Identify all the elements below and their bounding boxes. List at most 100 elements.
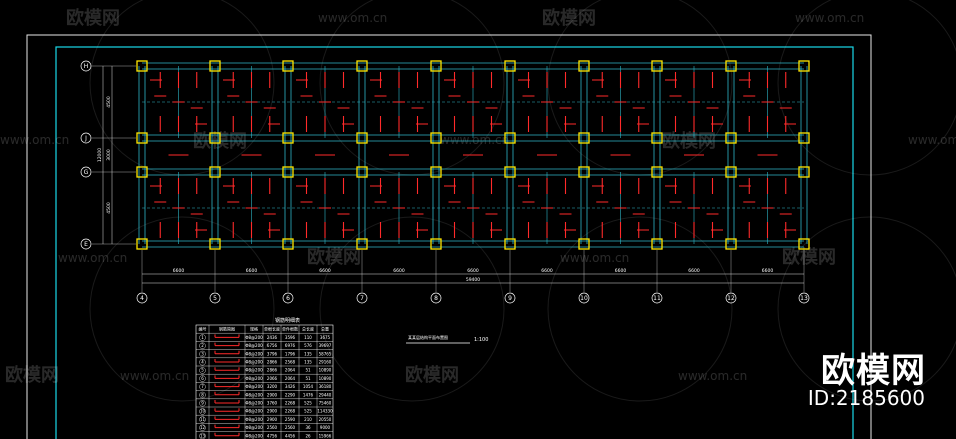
table-cell: 2568	[285, 360, 296, 365]
column	[136, 166, 148, 178]
watermark-ring	[777, 0, 956, 176]
table-cell: 2290	[285, 392, 296, 397]
table-cell: Φ8@200	[245, 425, 263, 430]
watermark-brand: 欧模网	[782, 246, 836, 268]
brand-logo-text: 欧模网	[821, 351, 926, 391]
table-cell: 10	[200, 409, 206, 414]
table-cell: 2436	[267, 335, 278, 340]
column-axis-label: 7	[360, 295, 364, 302]
watermark-site: www.om.cn	[678, 369, 747, 383]
column	[798, 238, 810, 250]
column	[356, 132, 368, 144]
table-cell: Φ8@200	[245, 433, 263, 438]
table-cell: 2900	[267, 417, 278, 422]
row-axis-label: G	[84, 169, 89, 176]
column	[136, 132, 148, 144]
column	[725, 132, 737, 144]
table-cell: 3200	[267, 384, 278, 389]
column	[136, 60, 148, 72]
watermark-brand: 欧模网	[5, 364, 59, 386]
table-cell: 7	[201, 384, 204, 389]
bay-dimension-text: 6600	[173, 268, 185, 274]
column-axis-bubble	[282, 292, 294, 304]
table-cell: 110	[304, 335, 312, 340]
table-cell: 4	[201, 360, 204, 365]
bar-number-circle	[199, 334, 206, 341]
table-header-cell: 单根长度	[264, 326, 280, 332]
table-cell: 13	[200, 433, 206, 438]
table-cell: 210	[304, 417, 312, 422]
table-cell: 1476	[303, 392, 314, 397]
table-cell: 2064	[285, 368, 296, 373]
column-axis-bubble	[651, 292, 663, 304]
table-cell: 3760	[267, 401, 278, 406]
table-cell: 2064	[285, 376, 296, 381]
bay-dimension-text: 6600	[541, 268, 553, 274]
watermark-site: www.om.cn	[795, 11, 864, 25]
column	[504, 166, 516, 178]
plan-title: 某某层结构平面布置图	[408, 334, 448, 340]
bay-dimension-text: 6600	[688, 268, 700, 274]
table-cell: 36	[305, 425, 311, 430]
table-cell: Φ8@200	[245, 401, 263, 406]
table-cell: 20550	[319, 417, 332, 422]
table-border	[195, 324, 334, 439]
bar-number-circle	[199, 424, 206, 431]
table-cell: 15966	[319, 433, 332, 438]
column-axis-bubble	[798, 292, 810, 304]
table-cell: 114330	[317, 409, 333, 414]
table-cell: 2	[201, 343, 204, 348]
column	[430, 60, 442, 72]
column-axis-bubble	[725, 292, 737, 304]
table-cell: 576	[304, 343, 312, 348]
table-cell: 2900	[267, 409, 278, 414]
table-cell: Φ8@200	[245, 351, 263, 356]
column	[725, 60, 737, 72]
watermark-brand: 欧模网	[66, 7, 120, 29]
watermark-site: www.om.cn	[0, 133, 69, 147]
watermark-ring	[547, 216, 733, 402]
column	[798, 60, 810, 72]
model-id-label: ID:2185600	[807, 386, 925, 410]
column	[651, 238, 663, 250]
column	[209, 238, 221, 250]
column-axis-bubble	[136, 292, 148, 304]
bar-number-circle	[199, 342, 206, 349]
left-dimension-text: 4500	[106, 202, 112, 214]
column	[578, 60, 590, 72]
outer-sheet-frame	[26, 34, 872, 439]
column	[282, 166, 294, 178]
watermark-site: www.om.cn	[560, 251, 629, 265]
bar-number-circle	[199, 416, 206, 423]
table-cell: 135	[304, 351, 312, 356]
table-cell: 3426	[285, 384, 296, 389]
table-cell: 9000	[320, 425, 331, 430]
table-cell: 135	[304, 360, 312, 365]
table-header-cell: 单件根数	[282, 326, 298, 332]
column	[504, 238, 516, 250]
column	[651, 60, 663, 72]
table-cell: 2560	[285, 425, 296, 430]
table-cell: 3596	[285, 335, 296, 340]
watermark-site: www.om.cn	[440, 133, 509, 147]
column	[725, 238, 737, 250]
table-header-cell: 总长度	[302, 326, 314, 332]
column	[578, 238, 590, 250]
table-cell: 525	[304, 401, 312, 406]
table-cell: Φ8@200	[245, 360, 263, 365]
table-cell: Φ8@200	[245, 409, 263, 414]
column	[282, 60, 294, 72]
table-cell: 75460	[319, 401, 332, 406]
table-cell: 58765	[319, 351, 332, 356]
column-axis-label: 8	[434, 295, 438, 302]
row-axis-bubble	[80, 60, 92, 72]
table-cell: Φ8@200	[245, 384, 263, 389]
column	[651, 166, 663, 178]
bar-number-circle	[199, 375, 206, 382]
column	[209, 132, 221, 144]
table-cell: Φ8@200	[245, 343, 263, 348]
table-cell: 1054	[303, 384, 314, 389]
